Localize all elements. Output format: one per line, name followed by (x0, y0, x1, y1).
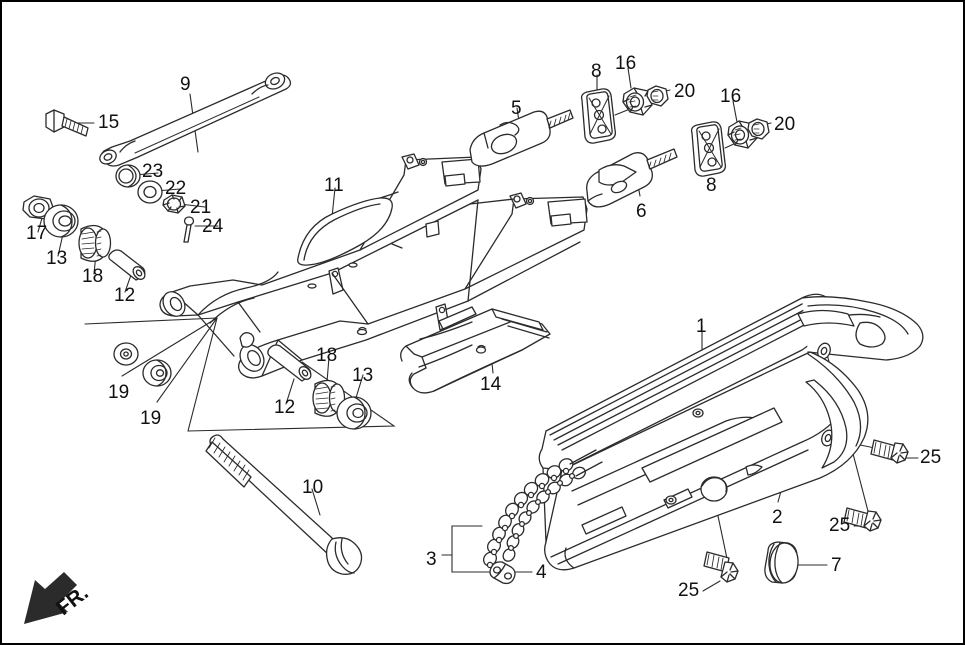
callout-18-upper: 18 (82, 266, 104, 287)
callout-8-left: 8 (591, 61, 602, 82)
callout-22: 22 (165, 178, 187, 199)
part-13-oil-seal-lower (336, 396, 372, 430)
callout-25-b: 25 (829, 515, 851, 536)
callout-25-a: 25 (920, 447, 942, 468)
part-3-drive-chain (483, 449, 603, 569)
callout-7: 7 (831, 555, 842, 576)
part-12-collar-upper (108, 249, 146, 281)
part-19-washer-b (142, 359, 172, 387)
callout-24: 24 (202, 216, 224, 237)
callout-13-upper: 13 (46, 248, 68, 269)
part-12-collar-lower (267, 344, 312, 382)
callout-9: 9 (180, 74, 191, 95)
part-18-needle-bearing-upper (78, 224, 112, 262)
part-9-torque-rod (99, 72, 292, 167)
part-8-adjuster-plate-left (580, 88, 631, 144)
callout-6: 6 (636, 201, 647, 222)
callout-21: 21 (190, 197, 212, 218)
callout-4: 4 (536, 562, 547, 583)
callout-15: 15 (98, 112, 120, 133)
callout-23: 23 (142, 161, 164, 182)
callout-20-right: 20 (774, 114, 796, 135)
part-7-rubber-cap (764, 541, 799, 584)
callout-10: 10 (302, 477, 324, 498)
callout-13-lower: 13 (352, 365, 374, 386)
part-21-castle-nut (162, 194, 186, 214)
callout-11: 11 (324, 175, 344, 196)
callout-19-a: 19 (108, 382, 130, 403)
part-22-plain-washer (137, 180, 163, 204)
part-2-chain-case-lower (542, 351, 869, 571)
part-13-oil-seal-upper (43, 204, 79, 238)
callout-16-left: 16 (615, 53, 637, 74)
callout-20-left: 20 (674, 81, 696, 102)
part-5-chain-adjuster-left (469, 109, 574, 167)
callout-1: 1 (696, 316, 707, 337)
part-4-chain-master-link (489, 561, 516, 585)
callout-25-c: 25 (678, 580, 700, 601)
part-20-lock-nut-left (646, 85, 669, 107)
part-11-swingarm (159, 153, 588, 379)
callout-12-upper: 12 (114, 285, 136, 306)
part-23-spacer-washer (115, 164, 141, 188)
callout-17: 17 (26, 223, 48, 244)
callout-2: 2 (772, 507, 783, 528)
part-6-chain-adjuster-right (586, 148, 678, 208)
callout-3: 3 (426, 549, 437, 570)
callout-19-b: 19 (140, 408, 162, 429)
part-8-adjuster-plate-right (690, 121, 737, 177)
callout-18-lower: 18 (316, 345, 338, 366)
part-19-washer-a (113, 342, 139, 366)
part-15-flange-bolt (45, 109, 89, 137)
callout-14: 14 (480, 374, 502, 395)
front-arrow-icon (24, 572, 77, 624)
part-20-lock-nut-right (747, 118, 770, 140)
part-14-chain-slider (400, 306, 551, 394)
part-25-bolt-c (703, 551, 739, 583)
part-24-cotter-pin (183, 216, 195, 243)
callout-5: 5 (511, 98, 522, 119)
part-1-chain-case-upper (538, 293, 924, 474)
callout-8-right: 8 (706, 175, 717, 196)
part-25-bolt-b (843, 507, 882, 532)
part-10-pivot-bolt (205, 434, 363, 575)
part-25-bolt-a (870, 439, 909, 464)
callout-16-right: 16 (720, 86, 742, 107)
callout-12-lower: 12 (274, 397, 296, 418)
part-16-adjuster-nut-left (622, 87, 653, 116)
